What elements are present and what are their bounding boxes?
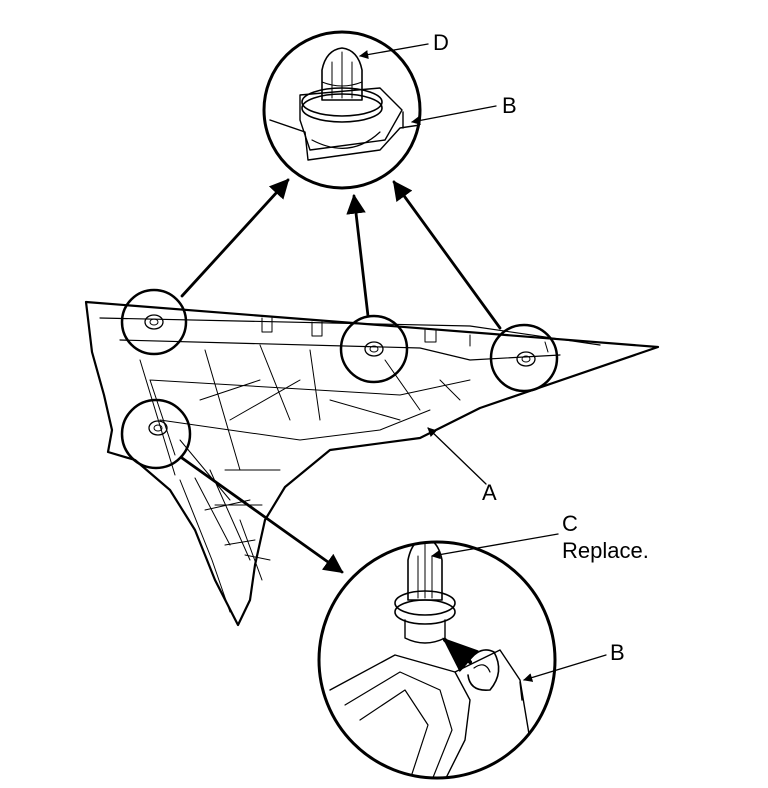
callout-c: C	[562, 511, 578, 536]
clip-boss	[144, 314, 164, 330]
callout-b-bottom: B	[610, 640, 625, 665]
leader-line-c	[431, 533, 559, 560]
pointer-arrow	[180, 178, 290, 298]
location-circle	[489, 323, 559, 393]
leader-line-d	[359, 43, 429, 60]
location-circle	[339, 314, 409, 384]
clip-boss	[148, 420, 168, 436]
location-circle	[120, 288, 188, 356]
leader-line-b-top	[411, 105, 497, 125]
leader-line-b-bottom	[523, 654, 607, 682]
callout-d: D	[433, 30, 449, 55]
pointer-arrow	[392, 180, 502, 330]
clip-boss	[364, 341, 384, 357]
pointer-arrow	[180, 456, 344, 574]
detail-circle-bottom	[317, 540, 557, 780]
callout-c-note: Replace.	[562, 538, 649, 563]
callout-b-top: B	[502, 93, 517, 118]
detail-circle-top	[262, 30, 422, 190]
leader-line-a	[427, 427, 487, 485]
trim-panel	[84, 300, 660, 627]
callout-a: A	[482, 480, 497, 505]
pointer-arrow	[346, 194, 370, 318]
location-circle	[120, 398, 192, 470]
clip-boss	[516, 351, 536, 367]
